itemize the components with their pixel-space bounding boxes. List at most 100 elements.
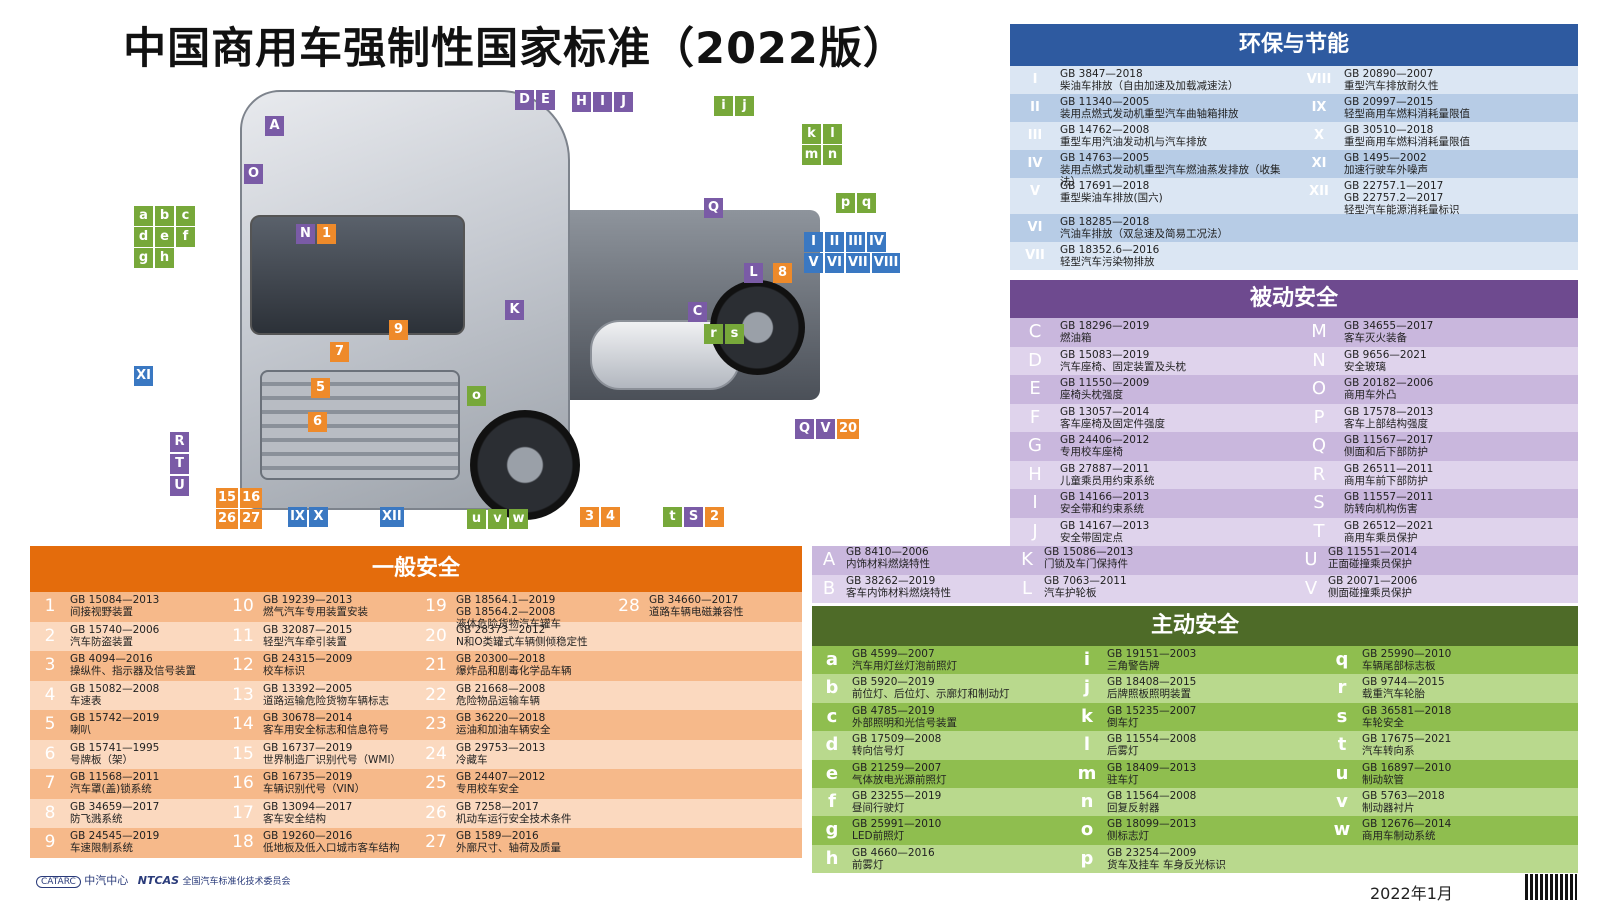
general-desc: 操纵件、指示器及信号装置 <box>70 665 196 677</box>
general-num: 19 <box>425 596 447 616</box>
active-desc: 外部照明和光信号装置 <box>852 716 957 729</box>
passive-code: GB 20071—2006 <box>1328 574 1418 587</box>
passive-desc: 燃油箱 <box>1060 332 1092 344</box>
tag-XI: XI <box>134 366 153 386</box>
active-code: GB 18099—2013 <box>1107 818 1197 831</box>
passive-desc: 安全带固定点 <box>1060 531 1123 544</box>
tag-XII: XII <box>380 507 404 527</box>
tag-Q: Q <box>704 198 723 218</box>
active-num: u <box>1335 762 1349 784</box>
active-code: GB 18409—2013 <box>1107 761 1197 774</box>
general-num: 20 <box>425 625 447 646</box>
active-code: GB 16897—2010 <box>1362 761 1452 774</box>
general-code: GB 18564.2—2008 <box>456 606 556 618</box>
env-code: GB 3847—2018 <box>1060 68 1143 80</box>
general-num: 22 <box>425 684 447 705</box>
active-desc: 气体放电光源前照灯 <box>852 773 947 786</box>
general-num: 6 <box>44 743 56 764</box>
general-num: 7 <box>44 773 56 793</box>
general-desc: 低地板及低入口城市客车结构 <box>263 842 400 854</box>
passive-desc: 安全带和约束系统 <box>1060 503 1144 515</box>
general-block <box>609 769 802 799</box>
passive-num: S <box>1313 492 1325 513</box>
general-code: GB 34659—2017 <box>70 800 160 813</box>
general-num: 26 <box>425 802 447 823</box>
active-num: d <box>825 734 839 756</box>
env-num: VI <box>1027 220 1043 235</box>
general-code: GB 36220—2018 <box>456 712 546 724</box>
active-desc: 车轮安全 <box>1362 716 1404 729</box>
active-desc: 货车及挂车 车身反光标识 <box>1107 858 1226 871</box>
passive-num: D <box>1028 349 1042 371</box>
passive-code: GB 15086—2013 <box>1044 546 1134 558</box>
active-num: f <box>828 790 836 812</box>
general-desc: 机动车运行安全技术条件 <box>456 812 572 825</box>
general-code: GB 19260—2016 <box>263 830 353 842</box>
active-code: GB 12676—2014 <box>1362 818 1452 831</box>
general-desc: 燃气汽车专用装置安装 <box>263 606 368 618</box>
caatc-logo: CATARC <box>36 876 81 888</box>
general-code: GB 24315—2009 <box>263 653 353 665</box>
passive-desc: 儿童乘员用约束系统 <box>1060 474 1155 487</box>
general-code: GB 20300—2018 <box>456 653 546 665</box>
active-code: GB 17675—2021 <box>1362 733 1452 746</box>
passive-desc: 客车上部结构强度 <box>1344 417 1428 430</box>
truck-grille <box>260 370 460 480</box>
general-desc: 间接视野装置 <box>70 606 133 618</box>
active-num: a <box>825 649 839 670</box>
active-desc: 后牌照板照明装置 <box>1107 688 1191 701</box>
